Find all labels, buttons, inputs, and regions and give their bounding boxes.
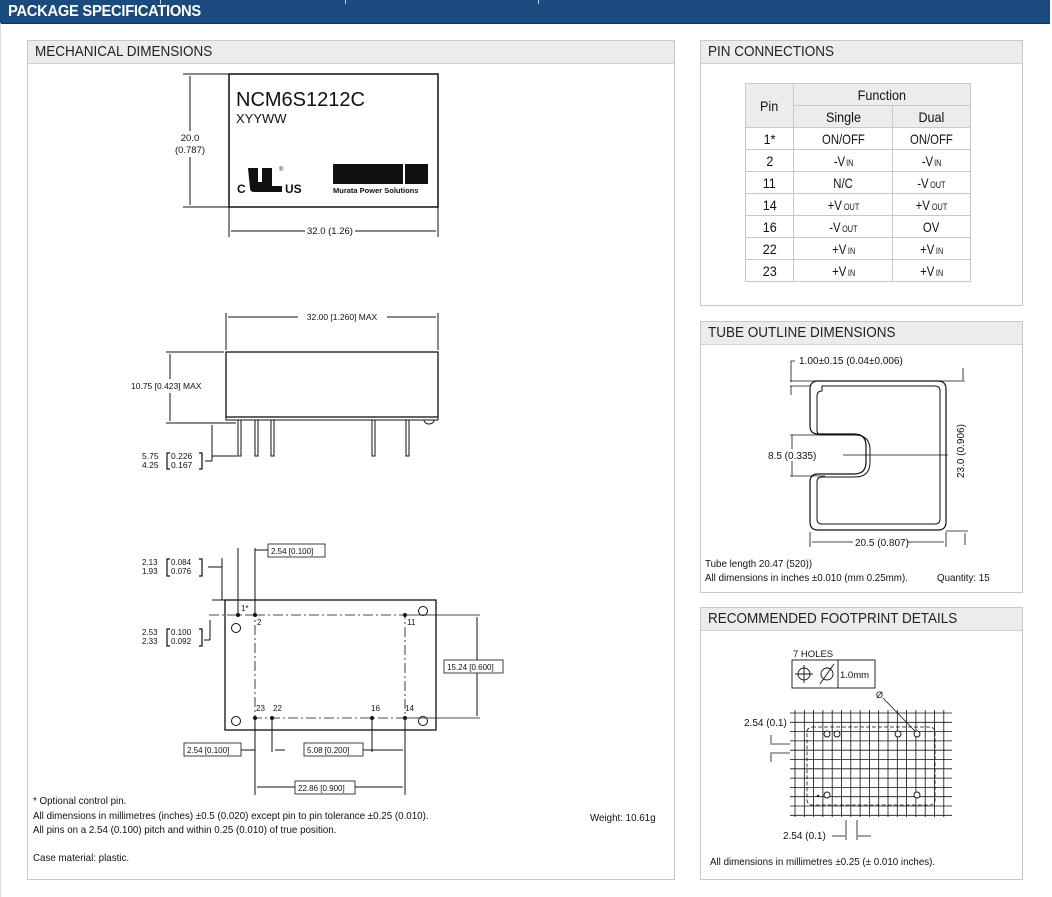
tube-tolerance-note: All dimensions in inches ±0.010 (mm 0.25…: [705, 572, 908, 584]
tube-outline-panel: TUBE OUTLINE DIMENSIONS: [700, 321, 1023, 593]
divider: [345, 0, 346, 4]
pin-number: 1*: [745, 127, 794, 150]
pin-function-dual: +VIN: [892, 259, 971, 282]
table-row: 22+VIN+VIN: [745, 237, 971, 260]
panel-title: TUBE OUTLINE DIMENSIONS: [701, 322, 1022, 345]
pin-number: 2: [745, 149, 794, 172]
pin-function-dual: -VOUT: [892, 171, 971, 194]
header-dual: Dual: [892, 105, 971, 128]
note-tolerance: All dimensions in millimetres (inches) ±…: [33, 810, 429, 822]
pin-number: 23: [745, 259, 794, 282]
header-single: Single: [793, 105, 893, 128]
pin-function-dual: OV: [892, 215, 971, 238]
header-function: Function: [793, 83, 971, 106]
mechanical-dimensions-panel: MECHANICAL DIMENSIONS: [27, 40, 675, 880]
pin-number: 22: [745, 237, 794, 260]
pin-function-dual: +VIN: [892, 237, 971, 260]
pin-function-single: +VIN: [793, 259, 893, 282]
pin-function-single: -VIN: [793, 149, 893, 172]
pin-number: 11: [745, 171, 794, 194]
footprint-panel: RECOMMENDED FOOTPRINT DETAILS: [700, 607, 1023, 880]
panel-title: MECHANICAL DIMENSIONS: [28, 41, 674, 64]
divider: [160, 0, 161, 4]
divider: [0, 23, 1, 897]
note-case-material: Case material: plastic.: [33, 852, 130, 864]
table-row: 23+VIN+VIN: [745, 259, 971, 282]
section-title: PACKAGE SPECIFICATIONS: [8, 3, 201, 20]
pin-number: 14: [745, 193, 794, 216]
pin-function-single: ON/OFF: [793, 127, 893, 150]
pin-function-dual: -VIN: [892, 149, 971, 172]
tube-length-note: Tube length 20.47 (520)): [705, 558, 813, 570]
table-row: 2-VIN-VIN: [745, 149, 971, 172]
header-pin: Pin: [745, 83, 794, 128]
pin-function-single: N/C: [793, 171, 893, 194]
pin-function-single: -VOUT: [793, 215, 893, 238]
note-pitch: All pins on a 2.54 (0.100) pitch and wit…: [33, 824, 337, 836]
note-optional-pin: * Optional control pin.: [33, 795, 127, 807]
divider: [538, 0, 539, 4]
panel-title: PIN CONNECTIONS: [701, 41, 1022, 64]
panel-title: RECOMMENDED FOOTPRINT DETAILS: [701, 608, 1022, 631]
tube-quantity: Quantity: 15: [937, 572, 990, 584]
footprint-note: All dimensions in millimetres ±0.25 (± 0…: [710, 856, 936, 868]
section-header: PACKAGE SPECIFICATIONS: [0, 0, 1050, 24]
weight: Weight: 10.61g: [590, 812, 656, 824]
pin-number: 16: [745, 215, 794, 238]
pin-function-single: +VIN: [793, 237, 893, 260]
pin-function-dual: ON/OFF: [892, 127, 971, 150]
